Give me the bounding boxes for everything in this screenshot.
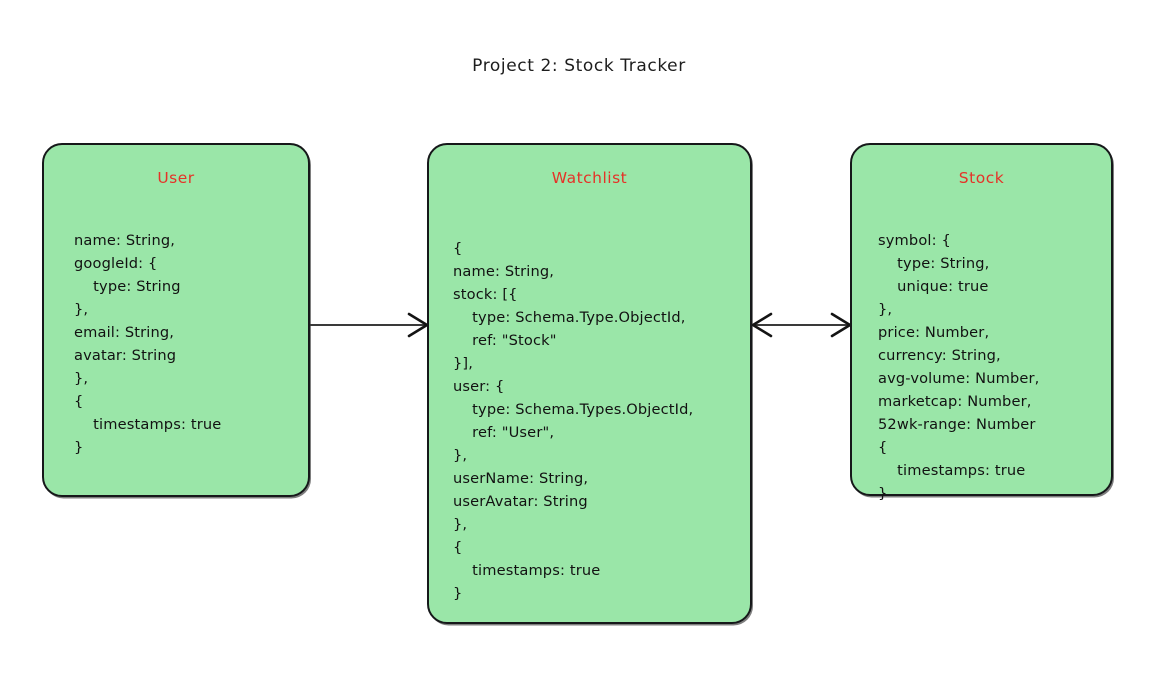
schema-line: timestamps: true <box>878 462 1026 479</box>
connector-watchlist-to-stock <box>751 312 852 338</box>
page-title: Project 2: Stock Tracker <box>472 56 686 76</box>
schema-line: type: Schema.Type.ObjectId, <box>453 309 686 326</box>
schema-line: name: String, <box>453 263 555 280</box>
schema-line: { <box>453 539 463 556</box>
entity-title-watchlist: Watchlist <box>551 169 628 187</box>
schema-line: type: Schema.Types.ObjectId, <box>453 401 694 418</box>
schema-line: userName: String, <box>453 470 589 487</box>
schema-line: unique: true <box>878 278 989 295</box>
entity-title-stock: Stock <box>958 169 1005 187</box>
schema-line: stock: [{ <box>453 286 518 303</box>
schema-line: }, <box>878 301 893 318</box>
schema-line: { <box>878 439 888 456</box>
schema-line: marketcap: Number, <box>878 393 1032 410</box>
entity-box-user[interactable]: User name: String, googleId: { type: Stri… <box>42 143 310 497</box>
schema-line: } <box>74 439 84 456</box>
schema-line: timestamps: true <box>453 562 601 579</box>
schema-line: avatar: String <box>74 347 177 364</box>
schema-line: price: Number, <box>878 324 990 341</box>
schema-line: type: String <box>74 278 181 295</box>
schema-line: ref: "User", <box>453 424 555 441</box>
schema-line: } <box>878 485 888 502</box>
schema-line: timestamps: true <box>74 416 222 433</box>
schema-line: email: String, <box>74 324 175 341</box>
connector-user-to-watchlist <box>309 312 429 338</box>
schema-line: name: String, <box>74 232 176 249</box>
schema-line: 52wk-range: Number <box>878 416 1036 433</box>
schema-line: { <box>453 240 463 257</box>
schema-line: } <box>453 585 463 602</box>
schema-line: symbol: { <box>878 232 951 249</box>
entity-box-watchlist[interactable]: Watchlist { name: String, stock: [{ type: … <box>427 143 752 624</box>
entity-body-watchlist: { name: String, stock: [{ type: Schema.Typ… <box>453 237 736 605</box>
schema-line: }], <box>453 355 474 372</box>
schema-line: }, <box>453 447 468 464</box>
schema-line: currency: String, <box>878 347 1001 364</box>
schema-line: googleId: { <box>74 255 158 272</box>
schema-line: avg-volume: Number, <box>878 370 1040 387</box>
entity-title-user: User <box>157 169 195 187</box>
schema-line: ref: "Stock" <box>453 332 557 349</box>
schema-line: { <box>74 393 84 410</box>
schema-line: user: { <box>453 378 505 395</box>
entity-body-user: name: String, googleId: { type: String}, e… <box>74 229 294 459</box>
entity-body-stock: symbol: { type: String, unique: true}, pr… <box>878 229 1097 505</box>
schema-line: userAvatar: String <box>453 493 588 510</box>
entity-box-stock[interactable]: Stock symbol: { type: String, unique: tr… <box>850 143 1113 502</box>
schema-line: }, <box>74 301 89 318</box>
schema-line: }, <box>74 370 89 387</box>
schema-line: }, <box>453 516 468 533</box>
schema-line: type: String, <box>878 255 990 272</box>
